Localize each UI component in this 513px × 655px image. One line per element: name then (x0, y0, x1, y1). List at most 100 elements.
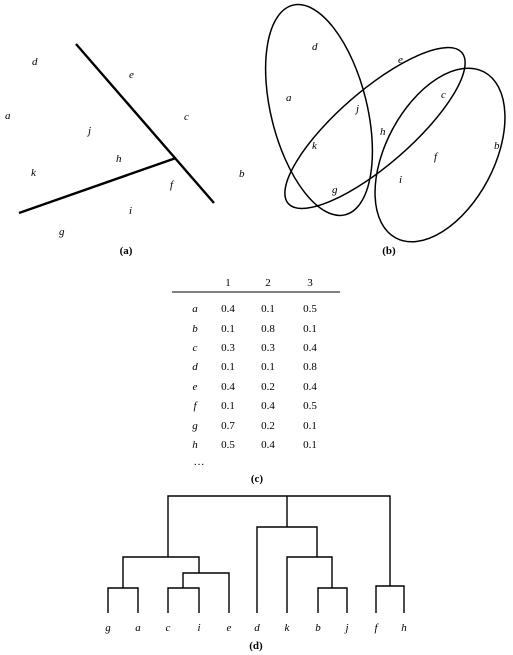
table-header-2: 2 (265, 277, 271, 289)
dendrogram-branch (182, 572, 230, 613)
cell: 0.4 (221, 381, 235, 393)
table-row: h 0.5 0.4 0.1 (192, 439, 317, 451)
caption-c: (c) (251, 473, 264, 485)
cell: 0.3 (221, 342, 235, 354)
point-label-i: i (129, 205, 132, 217)
point-label-i: i (399, 174, 402, 186)
dendrogram-branch (317, 587, 348, 613)
dendrogram-branch (122, 556, 200, 588)
cell: 0.8 (261, 323, 275, 335)
table-row: d 0.1 0.1 0.8 (192, 361, 317, 373)
point-label-j: j (86, 125, 91, 137)
panel-c: 1 2 3 a 0.4 0.1 0.5 b 0.1 0.8 0.1 c 0.3 … (172, 277, 340, 485)
table-row: f 0.1 0.4 0.5 (193, 400, 317, 412)
cell: 0.5 (303, 400, 317, 412)
row-label: h (192, 439, 198, 451)
caption-d: (d) (249, 640, 263, 652)
point-label-b: b (494, 140, 500, 152)
point-label-g: g (332, 184, 338, 196)
point-label-k: k (312, 140, 318, 152)
point-label-h: h (380, 126, 386, 138)
dendrogram-branch (375, 585, 405, 613)
point-label-e: e (398, 54, 403, 66)
cell: 0.5 (221, 439, 235, 451)
cluster-ellipse-1 (264, 3, 374, 217)
cell: 0.5 (303, 303, 317, 315)
panel-d: g a c i e d k b j f h (d) (105, 495, 407, 652)
cell: 0.4 (303, 342, 317, 354)
cell: 0.7 (221, 420, 235, 432)
dendrogram-branches (107, 495, 405, 613)
cell: 0.4 (303, 381, 317, 393)
point-label-k: k (31, 167, 37, 179)
point-label-j: j (354, 103, 359, 115)
cell: 0.2 (261, 420, 275, 432)
point-label-a: a (286, 92, 292, 104)
cell: 0.1 (261, 361, 275, 373)
table-row: b 0.1 0.8 0.1 (192, 323, 317, 335)
cluster-ellipse-2 (284, 46, 466, 210)
cell: 0.1 (221, 361, 235, 373)
cell: 0.1 (303, 439, 317, 451)
point-label-d: d (32, 56, 38, 68)
point-label-f: f (170, 179, 175, 191)
table-row: c 0.3 0.3 0.4 (193, 342, 318, 354)
cell: 0.2 (261, 381, 275, 393)
table-ellipsis: … (194, 456, 205, 468)
leaf-label-c: c (166, 622, 171, 634)
cell: 0.3 (261, 342, 275, 354)
panel-b: d e a j c h k f b i g b (b) (239, 3, 506, 257)
cell: 0.1 (261, 303, 275, 315)
row-label: g (192, 420, 198, 432)
row-label: e (193, 381, 198, 393)
partition-line-1 (75, 43, 215, 204)
point-label-c: c (184, 111, 189, 123)
leaf-label-d: d (254, 622, 260, 634)
table-header-3: 3 (307, 277, 313, 289)
leaf-label-k: k (285, 622, 291, 634)
point-label-f: f (434, 151, 439, 163)
row-label: a (192, 303, 198, 315)
partition-line-2 (18, 156, 177, 215)
row-label: f (193, 400, 198, 412)
leaf-label-e: e (227, 622, 232, 634)
dendrogram-branch (107, 587, 139, 613)
point-label-c: c (441, 89, 446, 101)
point-label-d: d (312, 41, 318, 53)
leaf-label-b: b (315, 622, 321, 634)
point-label-b-outside: b (239, 168, 245, 180)
cell: 0.1 (303, 420, 317, 432)
leaf-label-i: i (197, 622, 200, 634)
table-row: e 0.4 0.2 0.4 (193, 381, 318, 393)
dendrogram-branch (167, 587, 200, 613)
point-label-a: a (5, 110, 11, 122)
panel-a: d e a c j h k f i g (a) (5, 43, 215, 257)
cell: 0.4 (261, 400, 275, 412)
leaf-label-a: a (135, 622, 141, 634)
cell: 0.1 (303, 323, 317, 335)
leaf-label-g: g (105, 622, 111, 634)
caption-a: (a) (120, 245, 133, 257)
leaf-label-h: h (401, 622, 407, 634)
row-label: c (193, 342, 198, 354)
table-row: g 0.7 0.2 0.1 (192, 420, 317, 432)
point-label-g: g (59, 226, 65, 238)
cell: 0.4 (261, 439, 275, 451)
cluster-ellipse-3 (374, 67, 506, 243)
leaf-label-f: f (374, 622, 379, 634)
leaf-label-j: j (343, 622, 348, 634)
dendrogram-branch (167, 495, 391, 586)
cell: 0.4 (221, 303, 235, 315)
dendrogram-branch (286, 556, 333, 613)
table-row: a 0.4 0.1 0.5 (192, 303, 317, 315)
cell: 0.8 (303, 361, 317, 373)
row-label: b (192, 323, 198, 335)
cell: 0.1 (221, 323, 235, 335)
row-label: d (192, 361, 198, 373)
point-label-h: h (116, 153, 122, 165)
point-label-e: e (129, 69, 134, 81)
table-header-1: 1 (225, 277, 231, 289)
caption-b: (b) (382, 245, 396, 257)
